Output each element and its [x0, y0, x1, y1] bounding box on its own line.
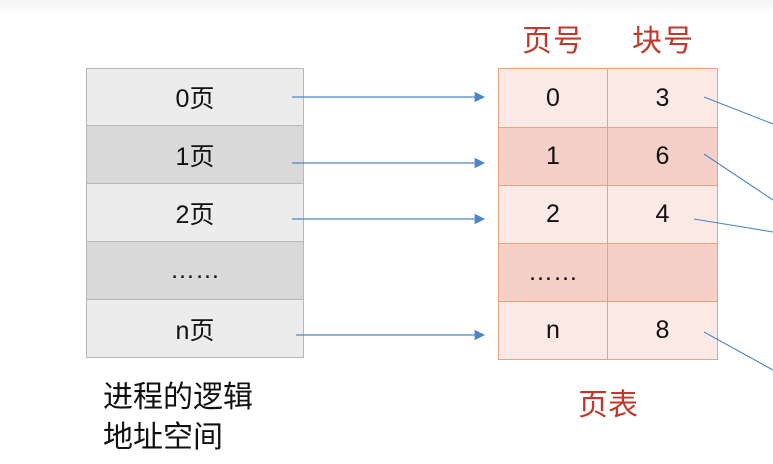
block-number-cell: 3: [655, 83, 670, 112]
block-link-0: [703, 96, 773, 125]
page-table-row: 2 4: [499, 185, 717, 243]
header-page-number: 页号: [522, 25, 584, 58]
logical-page-1: 1页: [86, 126, 304, 184]
page-table-row: n 8: [499, 301, 717, 359]
page-number-cell: 2: [499, 186, 608, 243]
header-block-number: 块号: [632, 25, 694, 58]
page-number-cell: n: [499, 302, 608, 359]
block-number-cell: 6: [655, 142, 670, 170]
logical-page-ellipsis: ……: [86, 242, 304, 300]
logical-address-space: 0页 1页 2页 …… n页: [86, 68, 304, 358]
page-number-cell: 1: [499, 128, 608, 185]
block-link-n: [703, 331, 773, 371]
page-table: 0 3 1 6 2 4 …… n 8: [498, 68, 718, 360]
top-shadow-bar: [0, 0, 773, 16]
block-number-cell: 8: [655, 316, 670, 344]
logical-page-n: n页: [86, 300, 304, 358]
page-table-row: ……: [499, 243, 717, 301]
page-table-caption: 页表: [578, 389, 638, 422]
logical-space-caption: 进程的逻辑 地址空间: [103, 378, 323, 458]
page-number-cell: 0: [499, 69, 608, 127]
page-table-row: 0 3: [499, 69, 717, 127]
caption-line-1: 进程的逻辑: [103, 381, 253, 414]
block-link-1: [703, 153, 773, 201]
caption-line-2: 地址空间: [103, 421, 223, 454]
logical-page-2: 2页: [86, 184, 304, 242]
page-table-row: 1 6: [499, 127, 717, 185]
block-link-2: [693, 218, 773, 233]
block-number-cell: 4: [655, 200, 670, 228]
page-table-headers: 页号 块号: [498, 16, 718, 60]
page-number-cell: ……: [499, 244, 608, 301]
